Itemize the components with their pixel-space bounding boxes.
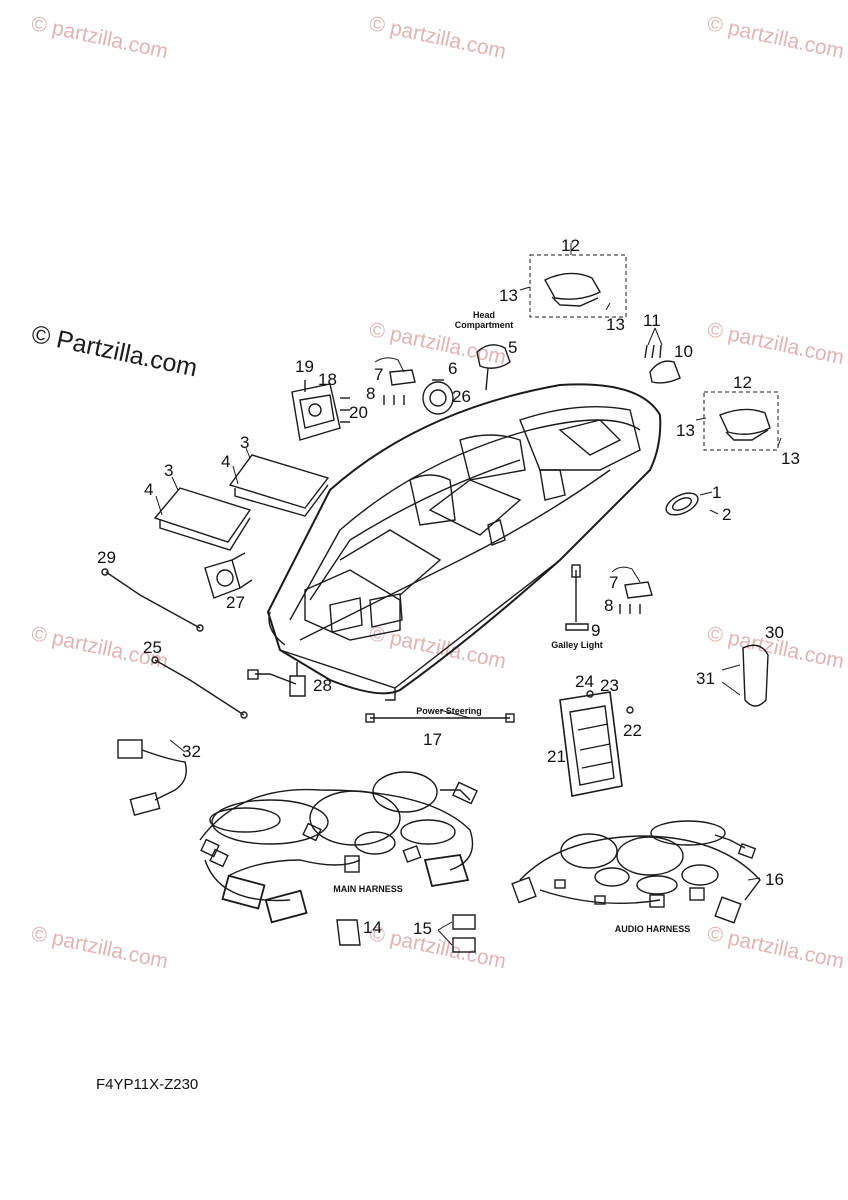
callout-14: 14: [363, 918, 382, 937]
callout-13: 13: [499, 286, 518, 305]
callout-10: 10: [674, 342, 693, 361]
callout-2: 2: [722, 505, 732, 524]
audio-harness: [511, 820, 761, 924]
callout-18: 18: [318, 370, 337, 389]
callout-21: 21: [547, 747, 566, 766]
callout-13: 13: [781, 449, 800, 468]
callout-5: 5: [508, 338, 518, 357]
callout-26: 26: [452, 387, 471, 406]
callout-28: 28: [313, 676, 332, 695]
callout-1: 1: [712, 483, 722, 502]
callout-31: 31: [696, 669, 715, 688]
callout-4: 4: [144, 480, 154, 499]
callout-29: 29: [97, 548, 116, 567]
callout-19: 19: [295, 357, 314, 376]
callout-3: 3: [240, 433, 250, 452]
callout-12: 12: [561, 236, 580, 255]
callout-25: 25: [143, 638, 162, 657]
callout-13: 13: [606, 315, 625, 334]
callout-6: 6: [448, 359, 458, 378]
main-harness: [199, 771, 478, 924]
power-steering-label: Power Steering: [416, 706, 482, 716]
callout-17: 17: [423, 730, 442, 749]
callout-20: 20: [349, 403, 368, 422]
callout-11: 11: [643, 311, 661, 330]
callout-22: 22: [623, 721, 642, 740]
callout-8: 8: [604, 596, 614, 615]
callout-27: 27: [226, 593, 245, 612]
callout-16: 16: [765, 870, 784, 889]
callout-7: 7: [374, 365, 384, 384]
callout-15: 15: [413, 919, 432, 938]
callout-13: 13: [676, 421, 695, 440]
boat-hull: [266, 383, 662, 701]
main-harness-label: MAIN HARNESS: [333, 884, 403, 894]
diagram-code: F4YP11X-Z230: [96, 1076, 199, 1093]
galley-light-label: Galley Light: [551, 640, 603, 650]
callout-23: 23: [600, 676, 619, 695]
callout-24: 24: [575, 672, 594, 691]
audio-harness-label: AUDIO HARNESS: [614, 924, 691, 934]
callout-12: 12: [733, 373, 752, 392]
callout-32: 32: [182, 742, 201, 761]
callout-9: 9: [591, 621, 601, 640]
head-compartment-label: Head Compartment: [454, 310, 514, 330]
callout-3: 3: [164, 461, 174, 480]
callout-4: 4: [221, 452, 231, 471]
callout-7: 7: [609, 573, 619, 592]
callout-30: 30: [765, 623, 784, 642]
callout-8: 8: [366, 384, 376, 403]
